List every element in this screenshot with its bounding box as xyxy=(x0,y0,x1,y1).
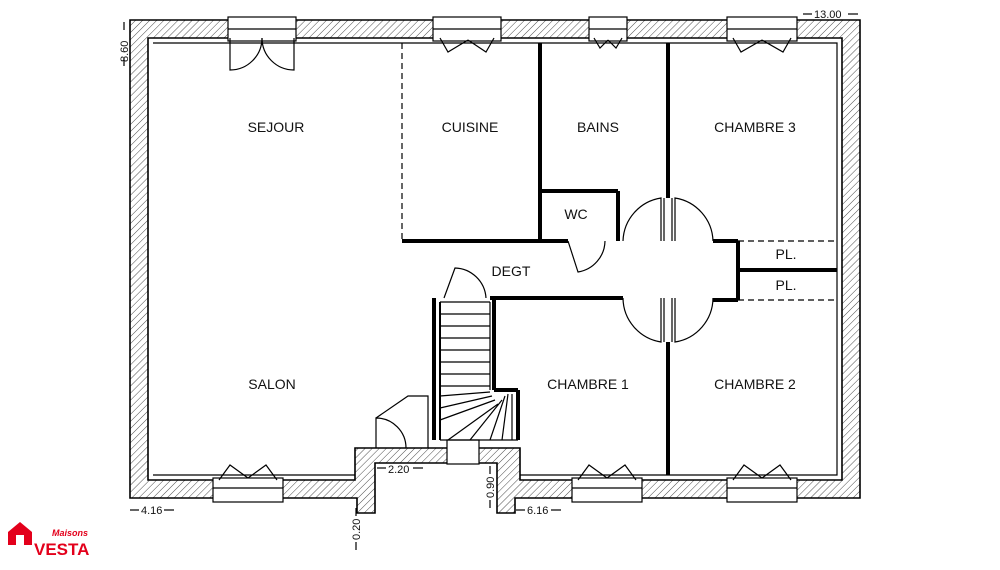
exterior-wall-inner xyxy=(153,42,838,476)
dim-entry-offset: 0.20 xyxy=(351,519,363,540)
doors xyxy=(375,197,714,449)
windows-top xyxy=(227,16,798,42)
room-label-chambre-2: CHAMBRE 2 xyxy=(714,376,796,392)
room-label-wc: WC xyxy=(564,206,587,222)
room-label-placard-top: PL. xyxy=(775,246,796,262)
vesta-logo: Maisons VESTA xyxy=(8,522,89,559)
interior-walls xyxy=(401,43,837,475)
room-label-chambre-3: CHAMBRE 3 xyxy=(714,119,796,135)
window-sashes xyxy=(218,37,792,481)
dim-width-total: 13.00 xyxy=(814,9,842,21)
room-label-bains: BAINS xyxy=(577,119,619,135)
room-label-salon: SALON xyxy=(248,376,295,392)
house-logo-icon xyxy=(8,522,32,545)
dim-stair-offset: 0.90 xyxy=(485,477,497,498)
dimension-annotations: 13.00 8.60 4.16 2.20 0.20 0.90 6.16 xyxy=(119,9,858,550)
dim-entry-width: 2.20 xyxy=(388,464,409,476)
room-label-degt: DEGT xyxy=(492,263,531,279)
room-label-sejour: SEJOUR xyxy=(248,119,305,135)
logo-script: Maisons xyxy=(52,528,88,538)
dim-right-bottom: 6.16 xyxy=(527,505,548,517)
room-label-chambre-1: CHAMBRE 1 xyxy=(547,376,629,392)
logo-name: VESTA xyxy=(34,540,89,559)
room-label-placard-bottom: PL. xyxy=(775,277,796,293)
dim-depth-total: 8.60 xyxy=(119,41,131,62)
staircase xyxy=(439,301,518,441)
dim-left-bottom: 4.16 xyxy=(141,505,162,517)
room-label-cuisine: CUISINE xyxy=(442,119,499,135)
